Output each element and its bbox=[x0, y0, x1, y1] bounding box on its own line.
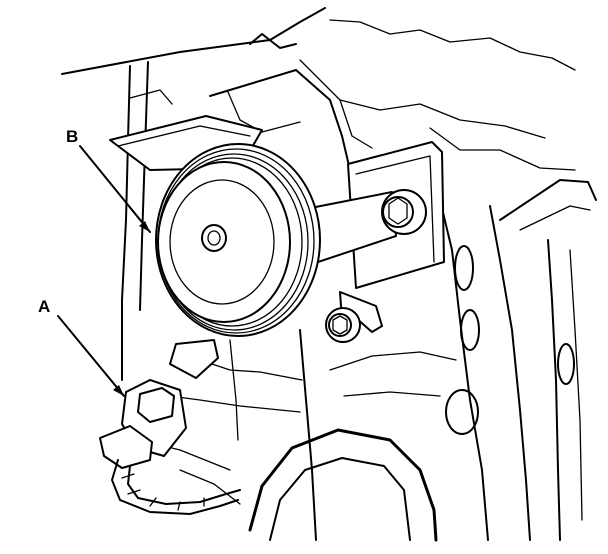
upper-mounting-bolt bbox=[381, 189, 427, 235]
vehicle-body-structure bbox=[61, 7, 597, 542]
callout-b-leader bbox=[79, 145, 151, 233]
callout-label-a: A bbox=[38, 297, 50, 316]
lower-mounting-bolt bbox=[325, 307, 361, 343]
callout-label-b: B bbox=[66, 127, 78, 146]
horn-connector bbox=[99, 379, 187, 469]
wire-harness bbox=[111, 459, 241, 515]
callout-a-leader bbox=[57, 315, 125, 397]
horn bbox=[109, 115, 321, 379]
